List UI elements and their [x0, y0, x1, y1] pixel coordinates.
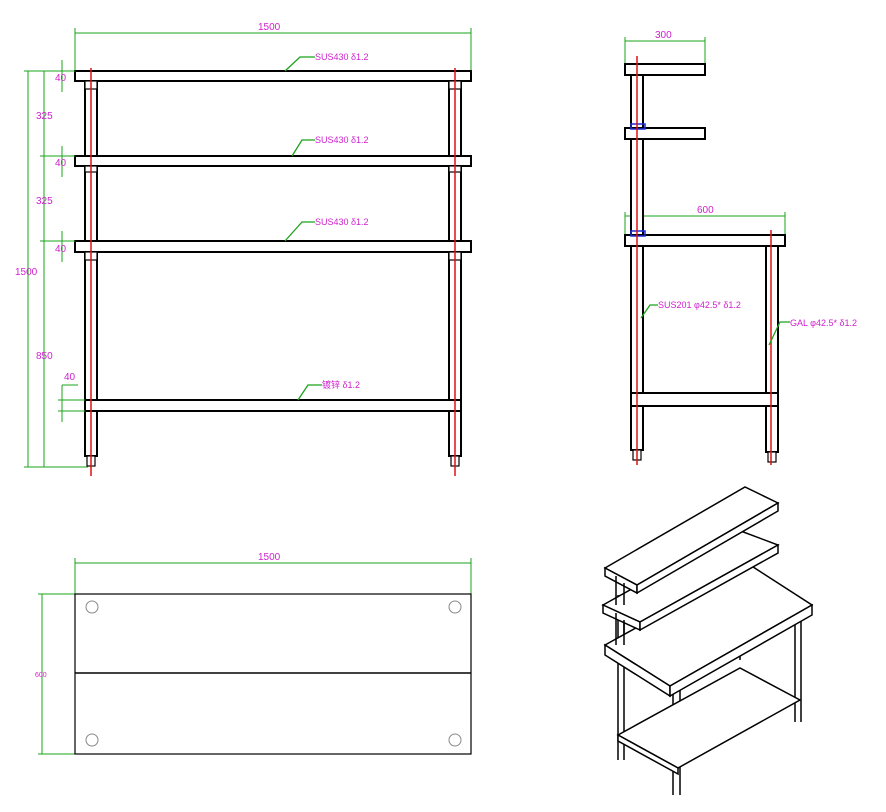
rear-leg-label: SUS201 φ42.5* δ1.2: [658, 300, 741, 310]
front-width-label: 1500: [258, 22, 281, 33]
thickness-label-1: 40: [55, 73, 67, 84]
gap-label-1: 325: [36, 111, 53, 122]
plan-outline: [74, 593, 472, 755]
front-leg: [765, 245, 779, 453]
thickness-label-3: 40: [55, 244, 67, 255]
front-leg-label: GAL φ42.5* δ1.2: [790, 318, 857, 328]
bottom-shelf: [84, 399, 462, 412]
bottom-rail-side: [630, 392, 779, 407]
worktop-side: [624, 234, 786, 247]
thickness-label-2: 40: [55, 158, 67, 169]
upper-shelf-side: [624, 63, 706, 76]
bottom-shelf-label: 镀锌 δ1.2: [322, 379, 360, 390]
third-shelf: [74, 240, 472, 253]
shelf-label-1: SUS430 δ1.2: [315, 52, 369, 62]
front-height-label: 1500: [15, 267, 38, 278]
thickness-label-4: 40: [64, 372, 76, 383]
depth-label: 600: [697, 205, 714, 216]
middle-shelf-side: [624, 127, 706, 140]
shelf-label-3: SUS430 δ1.2: [315, 217, 369, 227]
front-view: 1500 SUS430 δ1.2 SUS430 δ1.2 SUS430 δ1.2…: [15, 22, 472, 476]
isometric-view: [601, 486, 814, 795]
plan-depth-label: 600: [35, 672, 47, 679]
plan-width-label: 1500: [258, 552, 281, 563]
upper-clamp: [630, 123, 646, 130]
lower-clamp: [630, 230, 646, 237]
front-height-dimensions: 1500 325 325 850 40 40 40 40: [15, 60, 88, 468]
upper-depth-label: 300: [655, 30, 672, 41]
gap-label-3: 850: [36, 351, 53, 362]
side-view: 300 600 SUS201 φ42.5* δ1.2 GAL φ42.5* δ1…: [624, 30, 857, 465]
plan-view: 1500 600: [35, 552, 472, 755]
top-shelf: [74, 70, 472, 82]
second-shelf: [74, 155, 472, 167]
front-width-dimension: 1500: [74, 22, 472, 70]
gap-label-2: 325: [36, 196, 53, 207]
shelf-label-2: SUS430 δ1.2: [315, 135, 369, 145]
